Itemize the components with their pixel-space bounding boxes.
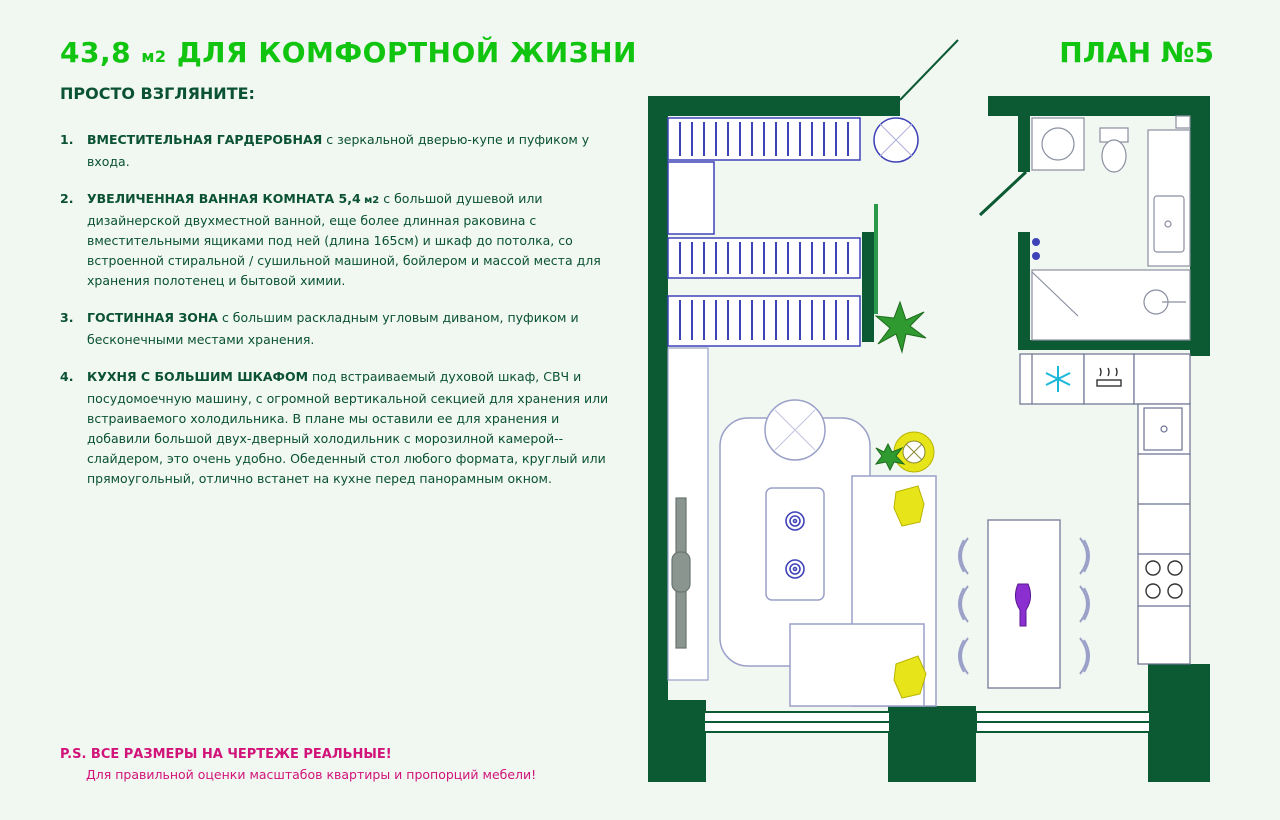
boiler — [1175, 115, 1191, 129]
wall-right-lower — [1148, 664, 1210, 782]
pillar-left — [648, 700, 706, 782]
feature-text: с зеркальной дверью-купе и пуфиком у вхо… — [87, 132, 590, 169]
feature-lead: ВМЕСТИТЕЛЬНАЯ ГАРДЕРОБНАЯ — [87, 132, 323, 147]
feature-lead: КУХНЯ С БОЛЬШИМ ШКАФОМ — [87, 369, 309, 384]
washing-machine-drum — [1041, 127, 1075, 161]
sink-drain — [1164, 220, 1172, 228]
subtitle: ПРОСТО ВЗГЛЯНИТЕ: — [60, 84, 255, 103]
living-storage — [667, 347, 709, 681]
area-unit: м2 — [141, 47, 167, 66]
side-table — [893, 431, 935, 473]
feature-number: 4. — [60, 369, 74, 384]
dining-chairs — [958, 537, 1090, 675]
wall-left — [648, 96, 668, 782]
plant-icon — [874, 300, 927, 472]
feature-list: 1. ВМЕСТИТЕЛЬНАЯ ГАРДЕРОБНАЯ с зеркальной… — [60, 130, 620, 506]
pillow-icon — [893, 485, 927, 699]
snowflake-icon — [1045, 366, 1071, 392]
feature-number: 2. — [60, 191, 74, 206]
cabinet — [1133, 353, 1191, 405]
ps-title: P.S. ВСЕ РАЗМЕРЫ НА ЧЕРТЕЖЕ РЕАЛЬНЫЕ! — [60, 747, 392, 762]
title-text: ДЛЯ КОМФОРТНОЙ ЖИЗНИ — [176, 36, 637, 69]
wall-right-upper — [1190, 96, 1210, 356]
kitchen-counter — [1137, 403, 1191, 665]
feature-text: с большим раскладным угловым диваном, пу… — [87, 310, 579, 347]
electric-cooktop-icon — [1145, 560, 1183, 599]
coffee-table — [765, 487, 825, 601]
oven — [1083, 353, 1135, 405]
bath-wall-lower — [1018, 232, 1030, 350]
feature-number: 3. — [60, 310, 74, 325]
feature-text: с большой душевой или дизайнерской двухм… — [87, 191, 601, 288]
ps-text: Для правильной оценки масштабов квартиры… — [86, 767, 537, 782]
oven-icon — [1096, 367, 1122, 387]
feature-text: под встраиваемый духовой шкаф, СВЧ и пос… — [87, 369, 609, 486]
door-handle[interactable] — [671, 551, 691, 593]
walls — [648, 96, 1210, 782]
feature-lead: УВЕЛИЧЕННАЯ ВАННАЯ КОМНАТА 5,4 — [87, 191, 361, 206]
feature-item: 4. КУХНЯ С БОЛЬШИМ ШКАФОМ под встраиваемы… — [60, 367, 620, 489]
wardrobe — [667, 117, 861, 347]
area-value: 43,8 — [60, 36, 132, 69]
fridge-freezer — [1019, 353, 1085, 405]
toilet-bowl — [1101, 139, 1127, 173]
pillar-middle — [888, 706, 976, 782]
bath-wall-upper — [1018, 116, 1030, 172]
kitchen-upper — [1019, 353, 1191, 405]
wall-top-right — [988, 96, 1210, 116]
window-bottom — [703, 711, 1151, 733]
hangers-middle — [679, 242, 849, 274]
wardrobe-partition — [862, 232, 874, 342]
bathroom — [1031, 115, 1191, 341]
page-title: 43,8 м2 ДЛЯ КОМФОРТНОЙ ЖИЗНИ — [60, 36, 637, 69]
hob-icon — [785, 511, 805, 579]
wall-top-left — [648, 96, 900, 116]
feature-number: 1. — [60, 132, 74, 147]
sofa — [719, 399, 937, 707]
feature-item: 2. УВЕЛИЧЕННАЯ ВАННАЯ КОМНАТА 5,4 м2 с бо… — [60, 189, 620, 291]
sliding-mirror-door[interactable] — [874, 204, 878, 314]
towel-rail — [1032, 238, 1040, 260]
hangers-top — [679, 122, 849, 156]
feature-lead: ГОСТИННАЯ ЗОНА — [87, 310, 218, 325]
feature-lead-unit: м2 — [360, 195, 380, 206]
feature-item: 3. ГОСТИННАЯ ЗОНА с большим раскладным уг… — [60, 308, 620, 350]
hangers-living — [679, 300, 849, 340]
storage-column — [667, 347, 709, 681]
pouf-entrance — [873, 117, 919, 163]
bath-wall-bottom — [1018, 340, 1190, 350]
vase-icon — [1014, 583, 1032, 627]
bathroom-door[interactable] — [978, 170, 1028, 217]
feature-item: 1. ВМЕСТИТЕЛЬНАЯ ГАРДЕРОБНАЯ с зеркальной… — [60, 130, 620, 172]
shoe-shelf — [667, 161, 715, 235]
entrance-door[interactable] — [899, 39, 959, 101]
plan-label: ПЛАН №5 — [1059, 36, 1214, 69]
